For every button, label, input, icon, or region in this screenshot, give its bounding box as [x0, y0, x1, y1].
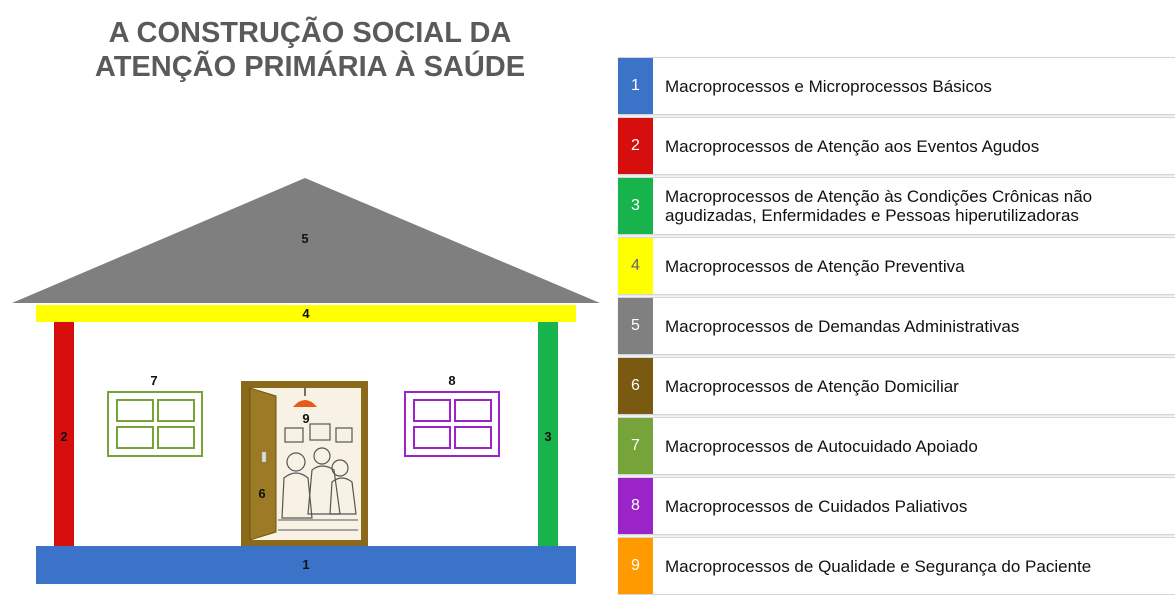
- legend-label: Macroprocessos de Atenção Domiciliar: [665, 376, 959, 396]
- door-handle: [261, 451, 267, 463]
- preventive-beam: [36, 305, 576, 322]
- door-leaf: [249, 387, 277, 541]
- lamp-icon: [293, 400, 317, 407]
- family-illustration: [278, 423, 358, 531]
- title-line-2: ATENÇÃO PRIMÁRIA À SAÚDE: [94, 51, 526, 83]
- legend-badge: 7: [618, 418, 653, 474]
- foundation-number: 1: [302, 557, 309, 572]
- legend-label: Macroprocessos de Demandas Administrativ…: [665, 316, 1020, 336]
- legend-label: Macroprocessos de Atenção Preventiva: [665, 256, 965, 276]
- legend-item: 1 Macroprocessos e Microprocessos Básico…: [618, 57, 1175, 115]
- legend-item: 2 Macroprocessos de Atenção aos Eventos …: [618, 117, 1175, 175]
- legend-item: 7 Macroprocessos de Autocuidado Apoiado: [618, 417, 1175, 475]
- foundation: [36, 546, 576, 584]
- beam-number: 4: [302, 306, 310, 321]
- legend-item: 3 Macroprocessos de Atenção às Condições…: [618, 177, 1175, 235]
- left-window: [107, 391, 203, 457]
- door-inside-number: 9: [302, 411, 309, 426]
- legend-badge: 6: [618, 358, 653, 414]
- diagram-title: A CONSTRUÇÃO SOCIAL DA ATENÇÃO PRIMÁRIA …: [30, 16, 590, 84]
- legend-badge: 3: [618, 178, 653, 234]
- legend-item: 9 Macroprocessos de Qualidade e Seguranç…: [618, 537, 1175, 595]
- title-line-1: A CONSTRUÇÃO SOCIAL DA: [108, 17, 512, 49]
- legend-badge: 1: [618, 58, 653, 114]
- left-window-number: 7: [150, 373, 157, 388]
- legend-badge: 2: [618, 118, 653, 174]
- house-diagram: 5 4 2 3 7 8: [12, 178, 600, 584]
- left-pillar: [54, 322, 74, 547]
- legend-label: Macroprocessos de Cuidados Paliativos: [665, 496, 968, 516]
- legend-label: Macroprocessos de Atenção às Condições C…: [665, 187, 1093, 225]
- legend-item: 6 Macroprocessos de Atenção Domiciliar: [618, 357, 1175, 415]
- legend-label: Macroprocessos de Autocuidado Apoiado: [665, 436, 978, 456]
- right-window: [404, 391, 500, 457]
- legend-item: 8 Macroprocessos de Cuidados Paliativos: [618, 477, 1175, 535]
- legend-badge: 8: [618, 478, 653, 534]
- right-window-number: 8: [448, 373, 455, 388]
- legend-badge: 9: [618, 538, 653, 594]
- legend-label: Macroprocessos de Atenção aos Eventos Ag…: [665, 136, 1040, 156]
- legend-badge: 5: [618, 298, 653, 354]
- legend-item: 5 Macroprocessos de Demandas Administrat…: [618, 297, 1175, 355]
- right-pillar: [538, 322, 558, 547]
- door: 9 6: [241, 381, 368, 546]
- roof-number: 5: [301, 231, 308, 246]
- right-pillar-number: 3: [544, 429, 551, 444]
- roof: [12, 178, 600, 303]
- legend-badge: 4: [618, 238, 653, 294]
- door-number: 6: [258, 486, 265, 501]
- left-pillar-number: 2: [60, 429, 67, 444]
- legend-item: 4 Macroprocessos de Atenção Preventiva: [618, 237, 1175, 295]
- legend-label: Macroprocessos de Qualidade e Segurança …: [665, 556, 1092, 576]
- legend-label: Macroprocessos e Microprocessos Básicos: [665, 76, 992, 96]
